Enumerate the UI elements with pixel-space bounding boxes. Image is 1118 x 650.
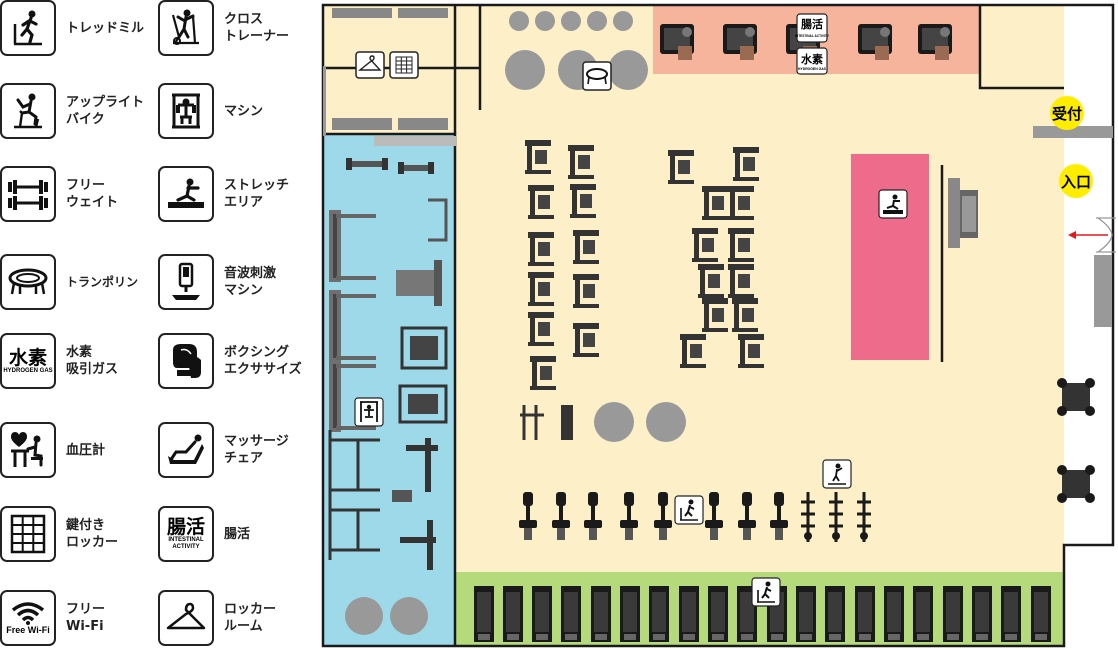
upright-bike-icon [0, 83, 56, 139]
sofa [948, 178, 978, 248]
gut-badge-subtext: INTESTINAL ACTIVITY [795, 34, 830, 38]
machine-icon [354, 397, 384, 427]
boxing-glove-icon [158, 333, 214, 389]
hydrogen-gas-icon: 水素 HYDROGEN GAS [0, 333, 56, 389]
legend-label: アップライト バイク [66, 95, 145, 127]
stretch-icon [158, 166, 214, 222]
legend-label: 血圧計 [66, 442, 106, 458]
dumbbells [346, 158, 434, 174]
legend-item-blood-pressure: 血圧計 [0, 422, 105, 478]
legend-item-sonic-machine: 音波刺激 マシン [158, 254, 276, 310]
massage-chair-icon [158, 422, 214, 478]
cable-machines [520, 405, 573, 440]
legend-label: トレッドミル [66, 20, 145, 36]
legend-item-gut-activity: 腸活 INTESTINAL ACTIVITY 腸活 [158, 506, 250, 562]
trampoline-icon [582, 61, 612, 91]
treadmill-icon [751, 577, 781, 607]
legend-item-hydrogen-gas: 水素 HYDROGEN GAS 水素 吸引ガス [0, 333, 118, 389]
stretch-icon [878, 189, 908, 219]
cross-trainer-icon [822, 459, 852, 489]
legend-item-treadmill: トレッドミル [0, 0, 144, 56]
gut-icon-text: 腸活 [166, 516, 205, 538]
legend-item-key-locker: 鍵付き ロッカー [0, 506, 118, 562]
round-tables [594, 402, 686, 442]
legend-item-locker-room: ロッカー ルーム [158, 590, 276, 646]
stools [509, 11, 633, 31]
legend-item-massage-chair: マッサージ チェア [158, 422, 289, 478]
hydrogen-icon-text: 水素 [8, 347, 47, 369]
legend-item-stretch-area: ストレッチ エリア [158, 166, 289, 222]
key-locker-icon [389, 51, 419, 79]
key-locker-icon [0, 506, 56, 562]
legend-label: 腸活 [224, 526, 251, 542]
legend-label: 鍵付き ロッカー [66, 518, 119, 550]
legend-label: 水素 吸引ガス [66, 345, 119, 377]
blood-pressure-icon [0, 422, 56, 478]
wall-segment [323, 66, 326, 136]
legend-item-boxing: ボクシング エクササイズ [158, 333, 302, 389]
trampoline-icon [0, 254, 56, 310]
hanger-icon [158, 590, 214, 646]
hydrogen-badge: 水素 HYDROGEN GAS [796, 47, 828, 75]
reception-badge: 受付 [1050, 96, 1084, 130]
reception-label: 受付 [1052, 105, 1082, 123]
legend-item-machine: マシン [158, 83, 263, 139]
dumbbell-icon [0, 166, 56, 222]
hydrogen-badge-subtext: HYDROGEN GAS [798, 67, 827, 71]
legend-label: マッサージ チェア [224, 434, 289, 466]
entrance-door [1068, 217, 1116, 253]
benches [329, 210, 376, 432]
gut-icon-subtext-2: ACTIVITY [172, 544, 200, 550]
legend-item-cross-trainer: クロス トレーナー [158, 0, 289, 56]
machine-icon [158, 83, 214, 139]
free-weight-zone [324, 134, 455, 646]
locker-bank [332, 8, 392, 18]
legend-label: ストレッチ エリア [224, 178, 290, 210]
entrance-badge: 入口 [1059, 164, 1093, 198]
cross-trainer-icon [158, 0, 214, 56]
hanger-icon [355, 51, 385, 79]
legend-label: トランポリン [66, 274, 139, 289]
locker-bank [332, 118, 392, 130]
round-tables [505, 50, 648, 90]
wall-segment [1094, 255, 1112, 327]
plate-loaded-machines [328, 430, 438, 570]
treadmill-icon [674, 495, 704, 525]
locker-bank [398, 8, 448, 18]
legend-label: フリー ウェイト [66, 178, 119, 210]
massage-tables [1057, 378, 1095, 503]
stretch-zone [851, 154, 929, 360]
gut-activity-icon: 腸活 INTESTINAL ACTIVITY [158, 506, 214, 562]
legend: トレッドミル クロス トレーナー アップライト バイク マシン フリー ウェイト… [0, 0, 318, 650]
gut-activity-badge: 腸活 INTESTINAL ACTIVITY [795, 13, 830, 43]
dumbbell-rack [374, 136, 456, 146]
entrance-label: 入口 [1061, 173, 1091, 191]
locker-bank [398, 118, 448, 130]
round-tables [345, 597, 428, 635]
legend-label: フリー Wi-Fi [66, 602, 106, 634]
legend-label: ボクシング エクササイズ [224, 345, 302, 377]
gut-badge-text: 腸活 [801, 17, 823, 31]
wifi-icon: Free Wi-Fi [0, 590, 56, 646]
legend-item-trampoline: トランポリン [0, 254, 138, 310]
sonic-machine-icon [158, 254, 214, 310]
hydrogen-badge-text: 水素 [801, 52, 823, 66]
legend-label: 音波刺激 マシン [224, 266, 277, 298]
legend-item-upright-bike: アップライト バイク [0, 83, 144, 139]
power-racks [396, 198, 448, 424]
legend-item-free-weight: フリー ウェイト [0, 166, 118, 222]
legend-label: マシン [224, 103, 264, 119]
reception-counter [1033, 126, 1113, 138]
legend-label: ロッカー ルーム [224, 602, 277, 634]
treadmill-icon [0, 0, 56, 56]
legend-label: クロス トレーナー [224, 12, 290, 44]
hydrogen-icon-subtext: HYDROGEN GAS [3, 368, 53, 374]
wifi-icon-text: Free Wi-Fi [6, 624, 50, 635]
floor-map: 腸活 INTESTINAL ACTIVITY 水素 HYDROGEN GAS 受… [321, 3, 1116, 648]
legend-item-free-wifi: Free Wi-Fi フリー Wi-Fi [0, 590, 105, 646]
walls [321, 3, 1115, 648]
gut-icon-subtext-1: INTESTINAL [168, 537, 204, 543]
